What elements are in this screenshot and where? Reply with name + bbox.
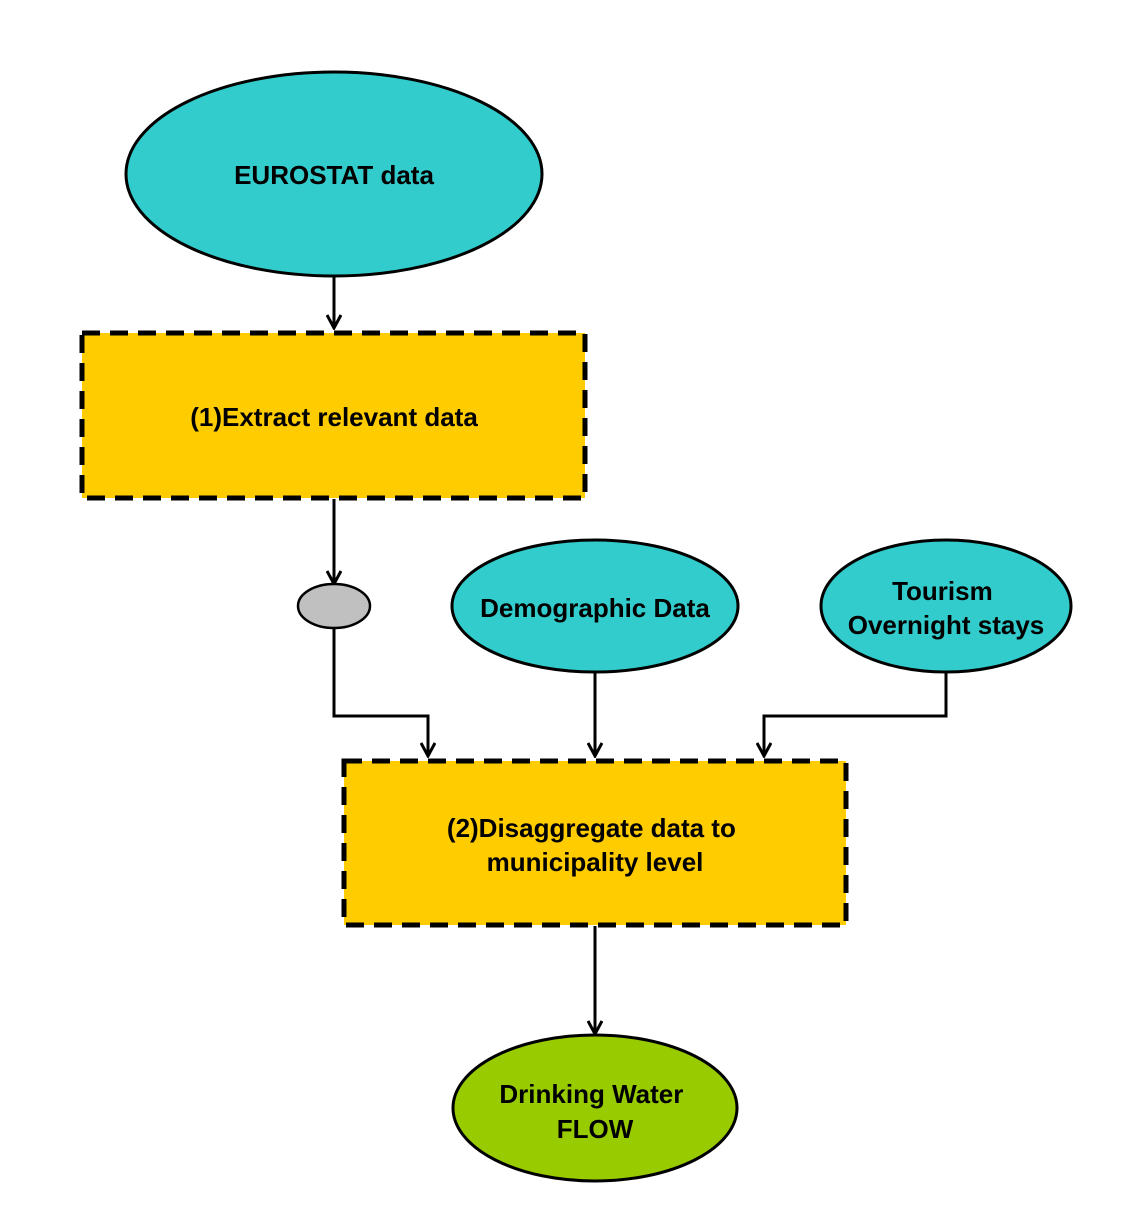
drinking-water-label: Drinking Water FLOW — [499, 1079, 690, 1144]
extract-label: (1)Extract relevant data — [190, 402, 478, 432]
disaggregate-label: (2)Disaggregate data to municipality lev… — [447, 813, 743, 877]
node-tourism-overnight-stays: Tourism Overnight stays — [819, 538, 1073, 674]
arrow-tourism-to-disaggregate — [764, 672, 948, 756]
node-disaggregate-data: (2)Disaggregate data to municipality lev… — [341, 758, 849, 928]
junction-node — [296, 582, 372, 630]
eurostat-ellipse — [124, 70, 544, 278]
demographic-ellipse — [450, 538, 740, 674]
node-drinking-water-flow: Drinking Water FLOW — [451, 1033, 739, 1183]
tourism-label: Tourism Overnight stays — [848, 576, 1045, 640]
drinking-water-label-line2: FLOW — [557, 1114, 634, 1144]
node-demographic-data: Demographic Data — [450, 538, 740, 674]
disaggregate-label-line1: (2)Disaggregate data to — [447, 813, 736, 843]
node-extract-relevant-data: (1)Extract relevant data — [79, 330, 588, 501]
disaggregate-box — [341, 758, 849, 928]
arrow-junction-to-disaggregate — [332, 628, 428, 756]
tourism-ellipse — [819, 538, 1073, 674]
disaggregate-label-line2: municipality level — [487, 847, 704, 877]
drinking-water-ellipse — [451, 1033, 739, 1183]
node-eurostat-data: EUROSTAT data — [124, 70, 544, 278]
extract-box — [79, 330, 588, 501]
connectors — [332, 276, 948, 1034]
tourism-label-line2: Overnight stays — [848, 610, 1045, 640]
demographic-label: Demographic Data — [480, 593, 710, 623]
eurostat-label: EUROSTAT data — [234, 160, 434, 190]
tourism-label-line1: Tourism — [892, 576, 993, 606]
drinking-water-label-line1: Drinking Water — [499, 1079, 683, 1109]
